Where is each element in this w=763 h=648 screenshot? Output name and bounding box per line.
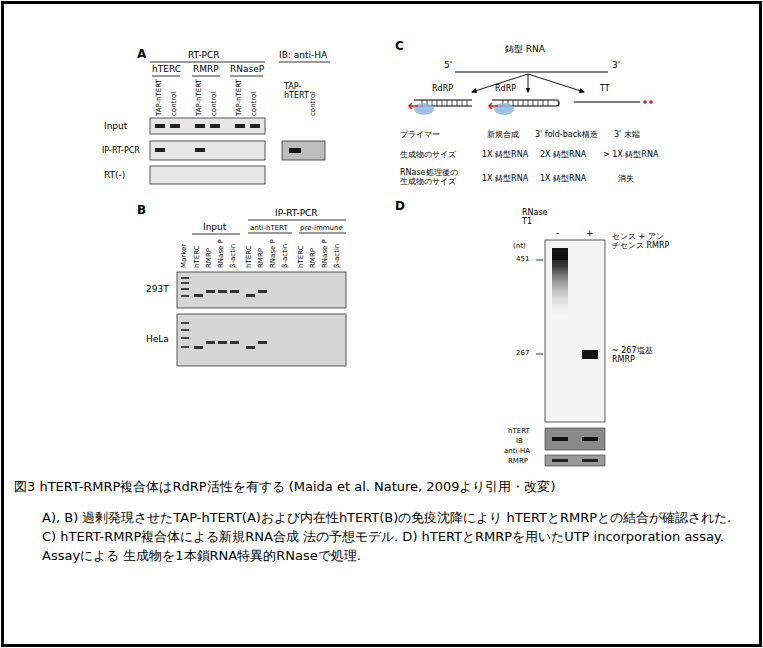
header-label: anti-hTERT xyxy=(250,224,288,232)
enzyme-label: RdRP xyxy=(432,84,453,93)
gel-a xyxy=(150,118,325,184)
lane-label: RMRP xyxy=(310,248,317,268)
lane-label: TAP-hTERT xyxy=(284,82,312,100)
template-label: 鋳型 RNA xyxy=(505,44,545,54)
header-lines xyxy=(192,220,346,234)
header-label: IB: anti-HA xyxy=(279,50,327,60)
panel-letter: A xyxy=(137,48,146,62)
lane-label: TAP-hTERT xyxy=(196,79,203,116)
lane-label: hTERC xyxy=(194,245,201,268)
header-label: Input xyxy=(203,222,226,232)
panel-letter: B xyxy=(137,204,146,218)
caption-body: A), B) 過剰発現させたTAP-hTERT(A)および内在性hTERT(B)… xyxy=(42,508,742,565)
table-cell: > 1X 鋳型RNA xyxy=(603,150,658,159)
lane-label: hTERC xyxy=(298,245,305,268)
lane-label: β-actin xyxy=(334,244,341,268)
enzyme-label: RdRP xyxy=(495,84,516,93)
table-cell: プライマー xyxy=(400,130,440,139)
blot-label: RMRP xyxy=(508,457,528,465)
lane-label: TAP-hTERT xyxy=(156,79,163,116)
enzyme-label: TT xyxy=(600,84,610,93)
table-cell: 3' 末端 xyxy=(614,130,640,139)
lane-label: RMRP xyxy=(206,248,213,268)
row-label: RT(-) xyxy=(104,170,125,180)
lane-label: β-actin xyxy=(230,244,237,268)
lane-label: β-actin xyxy=(282,244,289,268)
size-label: 451 xyxy=(516,255,529,263)
lane-label: hTERC xyxy=(246,245,253,268)
figure-caption: 図3 hTERT-RMRP複合体はRdRP活性を有する (Maida et al… xyxy=(14,480,749,495)
lane-label: + xyxy=(586,228,594,238)
target-label: hTERC xyxy=(152,64,181,74)
table-cell: RNase処理後の 生成物のサイズ xyxy=(400,168,464,186)
band-label: ~ 267塩基 RMRP xyxy=(612,346,662,364)
row-label: 293T xyxy=(146,284,169,294)
model-illustration xyxy=(409,72,653,115)
treatment-label: RNase T1 xyxy=(522,208,552,226)
table-cell: 新規合成 xyxy=(487,130,519,139)
lane-label: RNase P xyxy=(322,239,329,268)
lane-label: RNase P xyxy=(270,239,277,268)
panel-letter: C xyxy=(395,40,404,54)
size-label: (nt) xyxy=(513,242,526,250)
table-cell: 2X 鋳型RNA xyxy=(540,150,586,159)
lane-label: RMRP xyxy=(258,248,265,268)
lane-label: control xyxy=(251,92,258,116)
blot-label: hTERT xyxy=(508,427,530,435)
frame xyxy=(3,3,761,646)
row-label: HeLa xyxy=(146,334,169,344)
band-label: センス + アンチセンス RMRP xyxy=(612,232,670,250)
gel-d xyxy=(536,240,605,466)
blot-label: anti-HA xyxy=(504,447,530,455)
header-lines xyxy=(150,62,330,76)
table-cell: 生成物のサイズ xyxy=(400,150,456,159)
blot-label: IB xyxy=(516,437,523,445)
panel-letter: D xyxy=(395,200,405,214)
table-cell: 3' fold-back構造 xyxy=(535,130,598,139)
table-cell: 消失 xyxy=(618,174,634,183)
table-cell: 1X 鋳型RNA xyxy=(482,174,528,183)
header-label: pre-immune xyxy=(300,224,343,232)
lane-label: control xyxy=(211,92,218,116)
lane-label: RNase P xyxy=(218,239,225,268)
row-label: Input xyxy=(104,121,127,131)
size-label: 267 xyxy=(516,349,529,357)
lane-label: Marker xyxy=(181,244,188,268)
header-label: IP-RT-PCR xyxy=(275,208,318,218)
header-label: RT-PCR xyxy=(188,50,219,60)
table-cell: 1X 鋳型RNA xyxy=(540,174,586,183)
end-label: 3' xyxy=(612,60,620,70)
lane-label: control xyxy=(310,92,317,116)
table-cell: 1X 鋳型RNA xyxy=(482,150,528,159)
target-label: RMRP xyxy=(193,64,219,74)
row-label: IP-RT-PCR xyxy=(102,146,140,155)
end-label: 5' xyxy=(444,60,452,70)
lane-label: TAP-hTERT xyxy=(236,79,243,116)
lane-label: - xyxy=(556,228,559,238)
gel-b xyxy=(177,272,346,366)
lane-label: control xyxy=(171,92,178,116)
target-label: RNaseP xyxy=(230,64,264,74)
